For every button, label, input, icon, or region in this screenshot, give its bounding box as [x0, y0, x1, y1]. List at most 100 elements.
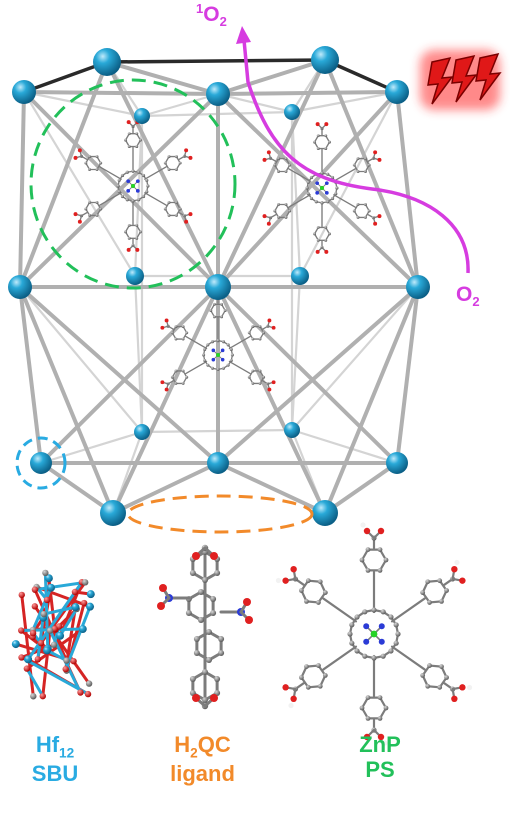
carbon-atom [206, 629, 212, 635]
ps-label: ZnP PS [330, 732, 430, 783]
nitrogen-atom [315, 181, 320, 186]
carbon-atom [354, 614, 360, 620]
carbon-atom [439, 664, 444, 670]
carbon-atom [284, 215, 288, 219]
oxygen-atom [77, 219, 82, 224]
carbon-atom [316, 147, 320, 151]
bond [185, 335, 208, 350]
oxygen-atom [29, 629, 37, 637]
carbon-atom [141, 173, 146, 178]
carbon-atom [371, 607, 377, 613]
carbon-atom [221, 366, 226, 370]
oxygen-atom [282, 577, 289, 584]
carbon-atom [262, 375, 266, 379]
carbon-atom [335, 186, 339, 190]
carbon-atom [99, 161, 103, 165]
oxygen-atom [377, 527, 385, 535]
strut [216, 461, 327, 515]
sbu-label: Hf12 SBU [0, 732, 110, 786]
hf-atom [86, 602, 95, 611]
carbon-atom [306, 180, 310, 184]
carbon-atom [127, 223, 131, 227]
carbon-atom [363, 170, 367, 173]
carbon-atom [178, 161, 182, 165]
oxygen-atom [184, 148, 189, 153]
carbon-atom [40, 610, 48, 618]
hf-atom [78, 625, 87, 634]
oxygen-atom [377, 733, 385, 741]
oxygen-atom [282, 684, 289, 691]
sbu-node [134, 108, 150, 124]
carbon-atom [327, 232, 331, 236]
sbu-node [206, 82, 230, 106]
carbon-atom [316, 600, 321, 605]
strut [395, 285, 420, 465]
carbon-atom [316, 238, 320, 242]
carbon-atom [356, 215, 360, 219]
oxygen-atom [18, 654, 25, 661]
singlet-oxygen-sup: 1 [196, 1, 204, 16]
carbon-atom [444, 588, 449, 593]
oxygen-atom [84, 690, 92, 698]
carbon-atom [284, 203, 288, 206]
carbon-atom [223, 309, 227, 313]
carbon-atom [218, 636, 225, 642]
sbu-node [126, 267, 144, 285]
nitrogen-atom [363, 623, 370, 630]
hf12-sbu-structure [11, 569, 95, 700]
carbon-atom [174, 168, 178, 171]
carbon-atom [362, 653, 368, 659]
carbon-atom [88, 201, 92, 204]
ligand-highlight-ellipse [126, 494, 314, 534]
sbu-node [30, 452, 52, 474]
carbon-atom [95, 168, 99, 171]
carbon-atom [193, 650, 200, 656]
carbon-atom [198, 617, 204, 623]
oxygen-atom [377, 214, 382, 219]
hf-atom [24, 655, 33, 664]
bond [99, 166, 122, 180]
strut [216, 285, 327, 515]
strut [216, 90, 399, 96]
oxygen-atom [43, 596, 51, 604]
carbon-atom [356, 170, 360, 173]
carbon-atom [277, 215, 281, 219]
carbon-atom [437, 578, 443, 584]
carbon-atom [427, 600, 432, 605]
bond [26, 581, 84, 661]
carbon-atom [181, 337, 185, 341]
carbon-atom [349, 640, 355, 646]
carbon-atom [383, 557, 389, 563]
nitrogen-atom [135, 188, 140, 193]
carbon-atom [88, 155, 92, 159]
sbu-node [205, 274, 231, 300]
carbon-atom [258, 381, 262, 385]
carbon-atom [84, 161, 88, 165]
triplet-oxygen-main: O [456, 283, 473, 306]
bond [58, 608, 79, 637]
zinc-atom [370, 630, 378, 638]
carbon-atom [203, 347, 207, 352]
ps-name: PS [365, 757, 395, 783]
carbon-atom [210, 366, 215, 370]
oxygen-atom [160, 325, 165, 330]
carbon-atom [371, 655, 377, 661]
strut [216, 285, 399, 465]
carbon-atom [314, 200, 318, 204]
oxygen-atom [267, 387, 272, 392]
carbon-atom [322, 590, 328, 596]
strut [140, 92, 220, 118]
carbon-atom [322, 672, 328, 678]
carbon-atom [383, 705, 389, 711]
oxygen-atom [188, 155, 193, 160]
oxygen-atom [267, 318, 272, 323]
oxygen-atom [77, 148, 82, 153]
ligand-formula-pre: H [174, 732, 191, 757]
carbon-atom [181, 369, 185, 373]
carbon-atom [46, 627, 54, 634]
zinc-atom [130, 183, 136, 189]
strut [290, 110, 302, 278]
carbon-atom [124, 138, 128, 142]
carbon-atom [363, 157, 367, 161]
sbu-node [93, 48, 121, 76]
